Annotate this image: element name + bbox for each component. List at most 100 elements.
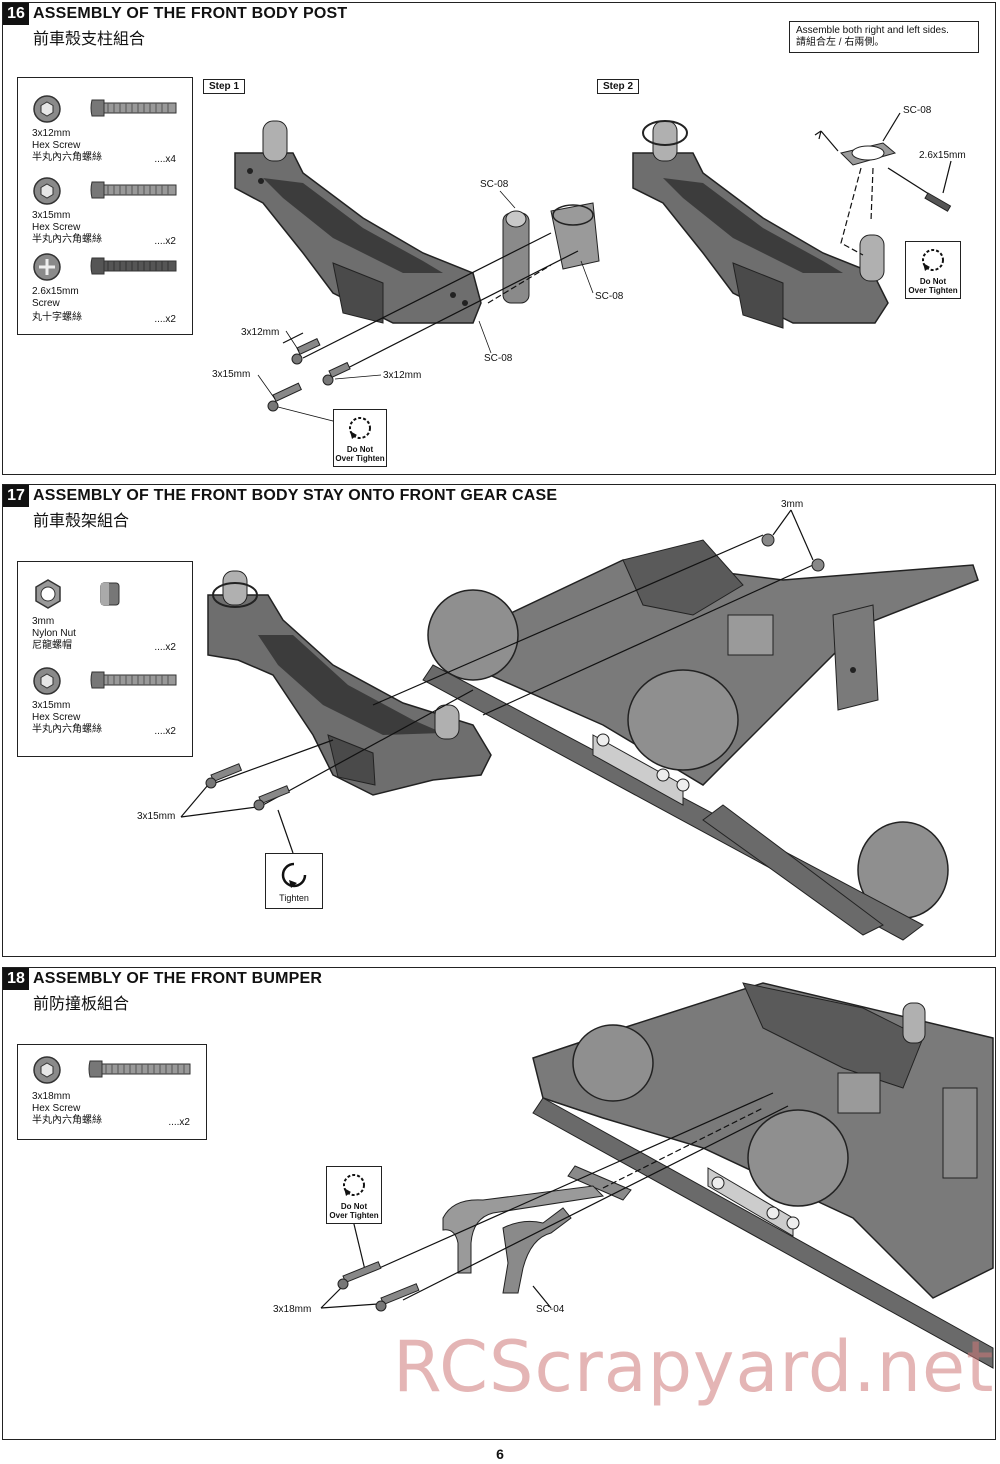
marker-text: Over Tighten xyxy=(335,454,385,463)
marker-text: Over Tighten xyxy=(908,286,958,295)
part-size: 3x18mm xyxy=(32,1091,71,1102)
part-name: Nylon Nut xyxy=(32,628,76,639)
front-body-stay-diagram xyxy=(180,509,979,941)
step-number: 17 xyxy=(3,485,29,507)
part-name-cn: 尼龍螺帽 xyxy=(32,640,72,651)
chassis-assembly xyxy=(422,539,979,941)
parts-box: 3x12mm Hex Screw 半丸內六角螺絲 ....x4 3x15mm H… xyxy=(17,77,193,335)
screw-3x15 xyxy=(267,382,302,412)
screw-3x18-a xyxy=(337,1261,382,1290)
part-name: Hex Screw xyxy=(32,140,81,151)
part-name-cn: 半丸內六角螺絲 xyxy=(32,234,102,245)
part-size: 3mm xyxy=(32,616,55,627)
screw-icon xyxy=(88,1060,191,1078)
screw-3x12-a xyxy=(291,338,321,365)
screw-2-6x15 xyxy=(924,192,952,212)
hex-socket-icon xyxy=(33,177,61,205)
sc08-holder-step2 xyxy=(840,142,897,166)
marker-text: Do Not xyxy=(919,277,947,286)
part-size: 2.6x15mm xyxy=(32,286,79,297)
step-title: ASSEMBLY OF THE FRONT BODY POST xyxy=(33,5,348,22)
screw-3x18-b xyxy=(375,1283,420,1312)
part-label-sc08: SC-08 xyxy=(903,105,932,116)
part-qty: ....x2 xyxy=(154,642,176,653)
screw-icon xyxy=(90,99,177,117)
assembly-note: Assemble both right and left sides. 請組合左… xyxy=(789,21,979,53)
body-post-part-step2 xyxy=(632,120,889,329)
part-item: 2.6x15mm Screw 丸十字螺絲 ....x2 xyxy=(18,250,192,330)
screw-3x15-a xyxy=(205,763,243,789)
screw-label-3x18: 3x18mm xyxy=(273,1304,312,1315)
tighten-marker: Tighten xyxy=(265,853,323,909)
rotate-arrow-icon xyxy=(343,1174,365,1196)
part-name: Hex Screw xyxy=(32,712,81,723)
note-line-cn: 請組合左 / 右兩側。 xyxy=(796,37,885,48)
part-name-cn: 半丸內六角螺絲 xyxy=(32,152,102,163)
part-item: 3x15mm Hex Screw 半丸內六角螺絲 ....x2 xyxy=(18,170,192,250)
part-label-sc08: SC-08 xyxy=(484,353,513,364)
part-qty: ....x4 xyxy=(154,154,176,165)
screw-3x15-b xyxy=(253,785,291,811)
step-subtitle: 前車殼架組合 xyxy=(33,511,130,530)
part-qty: ....x2 xyxy=(154,236,176,247)
hex-socket-icon xyxy=(33,667,61,695)
part-item: 3mm Nylon Nut 尼龍螺帽 ....x2 xyxy=(18,572,192,653)
nut-side-icon xyxy=(100,582,120,606)
front-body-post-diagram xyxy=(234,112,952,422)
chassis-assembly xyxy=(532,982,994,1369)
marker-text: Do Not xyxy=(340,1202,368,1211)
step-18-panel: 18 ASSEMBLY OF THE FRONT BUMPER 前防撞板組合 3… xyxy=(2,967,996,1440)
marker-text: Tighten xyxy=(279,893,309,903)
phillips-head-icon xyxy=(33,253,61,281)
nut-label-3mm: 3mm xyxy=(781,499,804,510)
part-name: Hex Screw xyxy=(32,222,81,233)
screw-label-3x12: 3x12mm xyxy=(241,327,280,338)
do-not-over-tighten-marker: Do Not Over Tighten xyxy=(326,1166,382,1224)
part-name-cn: 半丸內六角螺絲 xyxy=(32,724,102,735)
rotate-arrow-icon xyxy=(922,249,944,271)
step-subtitle: 前防撞板組合 xyxy=(33,994,130,1013)
part-label-sc08: SC-08 xyxy=(595,291,624,302)
nylon-nut-b xyxy=(811,558,825,572)
rotate-clockwise-icon xyxy=(281,862,307,888)
part-name-cn: 半丸內六角螺絲 xyxy=(32,1115,102,1126)
screw-icon xyxy=(90,257,177,275)
nylon-nut-a xyxy=(761,533,775,547)
screw-label-3x15: 3x15mm xyxy=(137,811,176,822)
part-label-sc08: SC-08 xyxy=(480,179,509,190)
front-bumper-diagram xyxy=(320,982,994,1369)
part-name-cn: 丸十字螺絲 xyxy=(32,312,82,323)
body-stay-part xyxy=(207,570,492,796)
do-not-over-tighten-marker: Do Not Over Tighten xyxy=(333,409,387,467)
bumper-sc04-part xyxy=(442,1165,632,1294)
part-item: 3x12mm Hex Screw 半丸內六角螺絲 ....x4 xyxy=(18,88,192,168)
screw-icon xyxy=(90,671,177,689)
nylon-nut-icon xyxy=(35,579,61,609)
note-line-en: Assemble both right and left sides. xyxy=(796,25,949,36)
part-qty: ....x2 xyxy=(168,1117,190,1128)
step-17-panel: 17 ASSEMBLY OF THE FRONT BODY STAY ONTO … xyxy=(2,484,996,957)
part-name: Screw xyxy=(32,298,60,309)
screw-label-2-6x15: 2.6x15mm xyxy=(919,150,966,161)
step-16-panel: 16 ASSEMBLY OF THE FRONT BODY POST 前車殼支柱… xyxy=(2,2,996,475)
step-2-tag: Step 2 xyxy=(597,79,640,94)
part-item: 3x15mm Hex Screw 半丸內六角螺絲 ....x2 xyxy=(18,662,192,742)
step-1-tag: Step 1 xyxy=(203,79,246,94)
body-post-part xyxy=(234,120,482,324)
part-qty: ....x2 xyxy=(154,726,176,737)
hex-socket-icon xyxy=(33,95,61,123)
screw-label-3x15: 3x15mm xyxy=(212,369,251,380)
step-number: 16 xyxy=(3,3,29,25)
part-size: 3x15mm xyxy=(32,210,71,221)
part-size: 3x15mm xyxy=(32,700,71,711)
parts-box: 3x18mm Hex Screw 半丸內六角螺絲 ....x2 xyxy=(17,1044,207,1140)
watermark: RCScrapyard.net xyxy=(393,1326,995,1408)
step-title: ASSEMBLY OF THE FRONT BUMPER xyxy=(33,970,323,987)
hex-socket-icon xyxy=(33,1056,61,1084)
page-number: 6 xyxy=(496,1446,504,1462)
marker-text: Do Not xyxy=(346,445,374,454)
step-subtitle: 前車殼支柱組合 xyxy=(33,29,146,48)
part-label-sc04: SC-04 xyxy=(536,1304,565,1315)
step-number: 18 xyxy=(3,968,29,990)
marker-text: Over Tighten xyxy=(329,1211,379,1220)
